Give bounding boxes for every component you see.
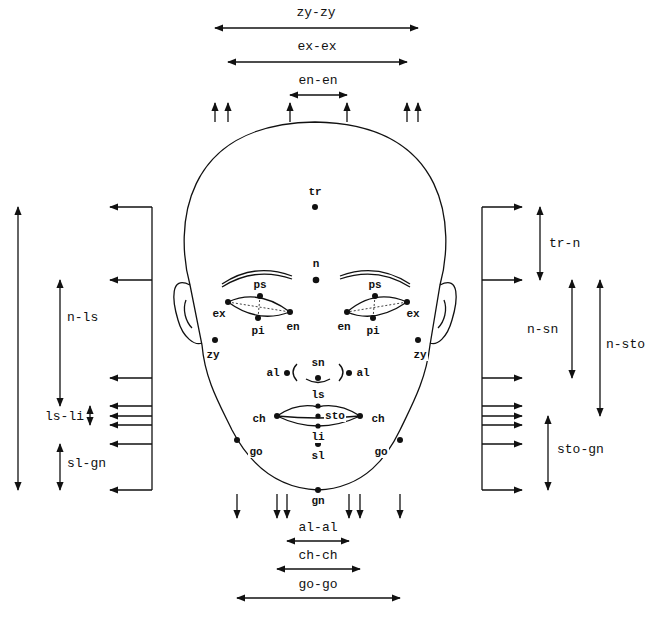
ear — [430, 283, 456, 344]
dimension-label: en-en — [297, 74, 338, 88]
landmark-label: pi — [365, 325, 380, 337]
landmark-label: sn — [310, 357, 325, 369]
eye — [228, 297, 290, 316]
landmark-label: ex — [211, 308, 226, 320]
bottom-dimensions — [237, 494, 400, 598]
dimension-label: sto-gn — [556, 443, 605, 457]
landmark-label: pi — [250, 325, 265, 337]
dimension-label: ch-ch — [297, 549, 338, 563]
top-dimensions — [215, 28, 418, 122]
dimension-label: sl-gn — [66, 457, 107, 471]
landmark-label: al — [355, 367, 370, 379]
landmark-label: go — [373, 446, 388, 458]
landmark-label: sl — [310, 450, 325, 462]
ear-detail — [438, 300, 446, 328]
dimension-label: n-sn — [526, 323, 559, 337]
landmark-label: ch — [370, 413, 385, 425]
landmark-label: zy — [412, 349, 427, 361]
head-outline — [184, 122, 446, 490]
landmark-label: gn — [310, 495, 325, 507]
left-dimensions — [18, 207, 152, 490]
eye — [347, 297, 407, 316]
landmark-label: n — [312, 258, 321, 270]
landmark-label: go — [248, 446, 263, 458]
landmark-label: ls — [310, 389, 325, 401]
landmark-label: sto — [324, 410, 346, 422]
dimension-label: go-go — [297, 578, 338, 592]
landmark-label: ch — [251, 413, 266, 425]
ear-detail — [184, 300, 192, 328]
landmark-label: al — [265, 367, 280, 379]
landmark-label: tr — [307, 186, 322, 198]
dimension-label: n-sto — [605, 338, 646, 352]
landmark-label: li — [310, 431, 325, 443]
landmark-label: en — [285, 321, 300, 333]
landmark-label: ps — [252, 279, 267, 291]
eye-axis — [258, 296, 260, 318]
ear — [174, 283, 202, 344]
landmark-label: ps — [367, 279, 382, 291]
eye-axis — [347, 302, 407, 312]
landmark-dots — [212, 204, 421, 493]
landmark-label: en — [336, 321, 351, 333]
landmark-label: ex — [405, 308, 420, 320]
nose-wing — [339, 364, 343, 381]
eye-axis — [373, 296, 375, 318]
dimension-label: zy-zy — [295, 6, 336, 20]
nose-wing — [293, 364, 297, 381]
dimension-label: ls-li — [44, 410, 85, 424]
landmark-label: zy — [205, 349, 220, 361]
dimension-label: n-ls — [66, 311, 99, 325]
eye-axis — [228, 302, 290, 312]
dimension-label: al-al — [297, 521, 338, 535]
dimension-label: tr-n — [548, 237, 581, 251]
dimension-label: ex-ex — [296, 40, 337, 54]
